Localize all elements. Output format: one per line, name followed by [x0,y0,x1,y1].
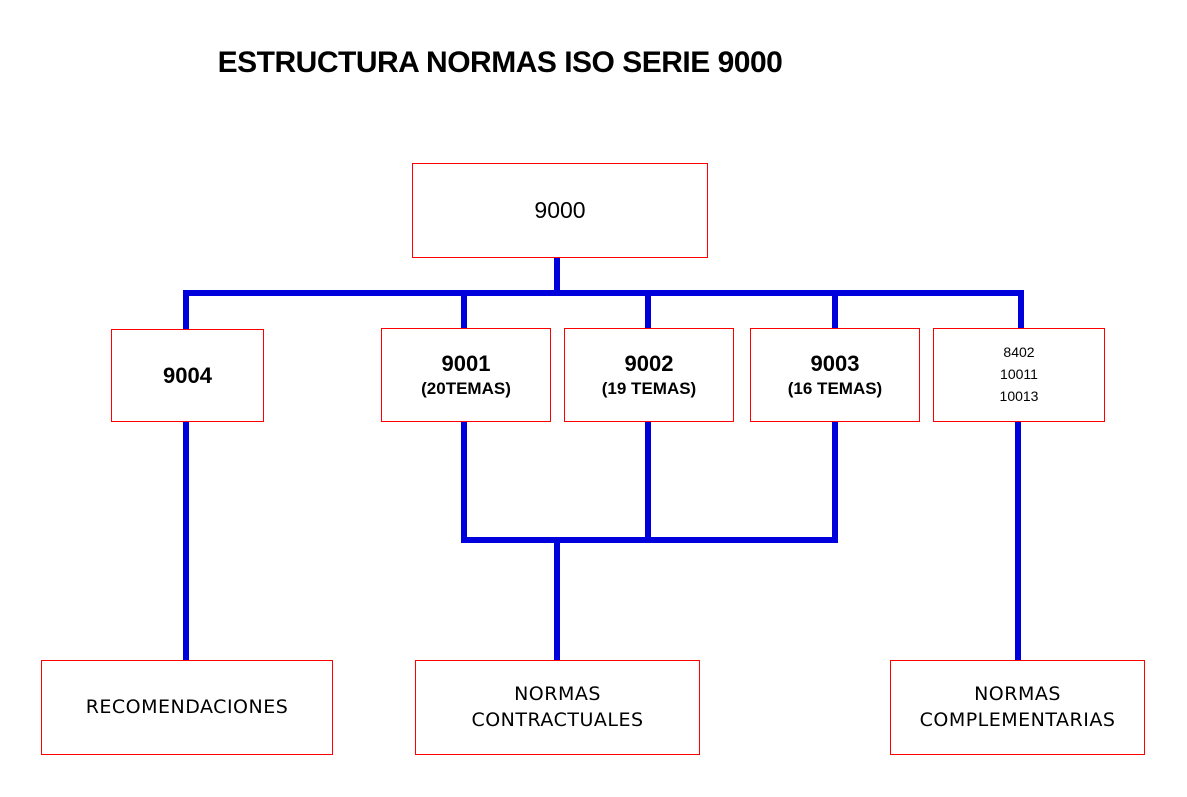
node-normas-complementarias[interactable]: NORMAS COMPLEMENTARIAS [890,660,1145,755]
node-9004[interactable]: 9004 [111,329,264,422]
connector-drop-9003 [832,290,838,330]
node-9002-label: 9002 [624,350,674,376]
node-recomendaciones[interactable]: RECOMENDACIONES [41,660,333,755]
connector-9002-down [645,420,651,543]
node-9002-sublabel: (19 TEMAS) [601,379,697,399]
node-normas-contractuales[interactable]: NORMAS CONTRACTUALES [415,660,700,755]
page-title: ESTRUCTURA NORMAS ISO SERIE 9000 [217,46,783,79]
node-codes-line-3: 10013 [999,387,1039,404]
node-codes[interactable]: 8402 10011 10013 [933,328,1105,422]
connector-lower-bus-to-contractuales [554,537,560,662]
connector-codes-to-complementarias [1015,420,1021,662]
node-9001-sublabel: (20TEMAS) [421,379,511,399]
connector-lower-bus [461,537,838,543]
connector-root-stem [554,255,560,295]
connector-drop-9001 [461,290,467,330]
connector-9003-down [832,420,838,543]
node-contractuales-line-1: NORMAS [514,682,601,705]
node-9000-label: 9000 [534,196,586,223]
node-codes-line-1: 8402 [1003,344,1035,361]
node-9001[interactable]: 9001 (20TEMAS) [381,328,551,422]
node-contractuales-line-2: CONTRACTUALES [471,708,644,731]
connector-drop-codes [1018,290,1024,330]
node-9002[interactable]: 9002 (19 TEMAS) [564,328,734,422]
node-codes-line-2: 10011 [1000,366,1038,383]
node-9004-label: 9004 [163,362,212,388]
node-9000[interactable]: 9000 [412,163,708,258]
node-complementarias-line-2: COMPLEMENTARIAS [919,708,1116,731]
node-9003[interactable]: 9003 (16 TEMAS) [750,328,920,422]
connector-drop-9004 [183,290,189,331]
connector-main-bus [185,290,1024,296]
node-complementarias-line-1: NORMAS [974,682,1061,705]
node-9003-label: 9003 [810,350,860,376]
node-9003-sublabel: (16 TEMAS) [787,379,883,399]
connector-9001-down [461,420,467,543]
connector-9004-to-recomendaciones [183,420,189,662]
node-9001-label: 9001 [441,350,491,376]
node-recomendaciones-label: RECOMENDACIONES [85,696,289,719]
connector-drop-9002 [645,290,651,330]
